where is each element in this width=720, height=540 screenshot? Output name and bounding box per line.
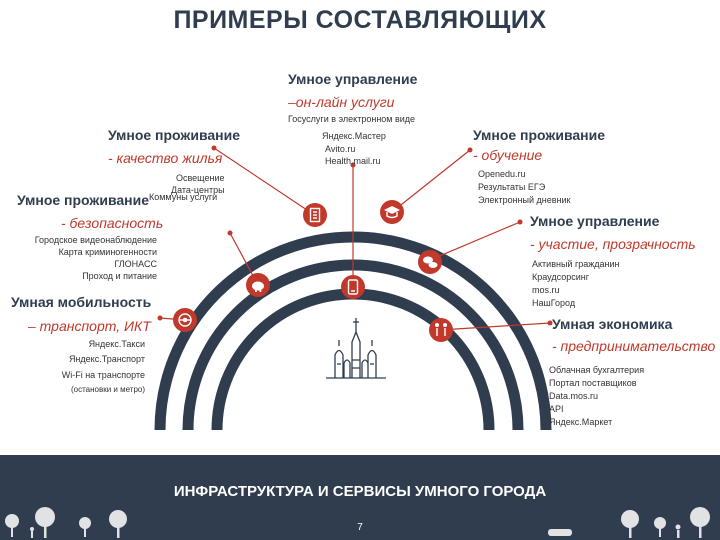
connector-dots [157,145,553,326]
icon-glyphs [178,206,447,336]
mobility-item: Яндекс.Транспорт [68,354,145,364]
chat-icon [423,256,438,268]
footer-title: ИНФРАСТРУКТУРА И СЕРВИСЫ УМНОГО ГОРОДА [173,483,547,500]
building-icon [309,207,321,223]
gov-online-sub: –он-лайн услуги [288,94,395,110]
economy-item: Облачная бухгалтерия [549,365,645,375]
education-sub: - обучение [473,147,543,163]
quality-item: Дата-центры [171,185,225,195]
education-item: Результаты ЕГЭ [478,182,546,192]
education-item: Openedu.ru [478,169,526,179]
rainbow-diagram [154,145,553,431]
economy-item: Яндекс.Маркет [549,417,613,427]
gov-online-item: Avito.ru [325,144,356,154]
safety-item: Карта криминогенности [58,247,157,257]
arc-inner [211,288,495,431]
page-number: 7 [357,522,363,533]
education-heading: Умное проживание [473,127,606,143]
safety-item: Проход и питание [82,271,157,281]
participation-item: Активный гражданин [532,259,620,269]
connector-lines [159,147,551,331]
piggy-bank-icon [252,281,264,292]
phone-icon [347,279,359,295]
city-skyline-decoration [5,507,710,538]
quality-item: Коммуны услуги [149,192,218,202]
steering-wheel-icon [178,313,192,327]
economy-item: Data.mos.ru [549,391,599,401]
quality-heading: Умное проживание [108,127,241,143]
participation-item: Краудсорсинг [532,272,589,282]
kremlin-cathedral-icon [326,318,386,379]
graduation-cap-icon [384,206,400,219]
gov-online-heading: Умное управление [288,71,418,87]
quality-item: Освещение [176,173,225,183]
quality-sub: - качество жилья [108,150,223,166]
economy-item: Портал поставщиков [549,378,637,388]
gov-online-item: Госуслуги в электронном виде [288,114,416,124]
economy-sub: - предпринимательство [552,338,716,354]
safety-heading: Умное проживание [17,192,150,208]
safety-item: ГЛОНАСС [114,259,157,269]
gov-online-item: Health.mail.ru [325,156,381,166]
mobility-item: (остановки и метро) [70,385,145,394]
footer-banner: ИНФРАСТРУКТУРА И СЕРВИСЫ УМНОГО ГОРОДА 7 [0,455,720,540]
mobility-heading: Умная мобильность [11,294,152,310]
page-title: ПРИМЕРЫ СОСТАВЛЯЮЩИХ [173,6,547,34]
safety-sub: - безопасность [61,215,164,231]
mobility-item: Яндекс.Такси [88,339,145,349]
mobility-sub: – транспорт, ИКТ [28,318,151,334]
participation-heading: Умное управление [530,213,660,229]
participation-sub: - участие, прозрачность [530,236,696,252]
education-item: Электронный дневник [478,195,571,205]
economy-heading: Умная экономика [552,316,673,332]
people-icon [435,323,447,336]
economy-item: API [549,404,564,414]
participation-item: mos.ru [532,285,560,295]
gov-online-item: Яндекс.Мастер [322,131,386,141]
participation-item: НашГород [532,298,576,308]
mobility-item: Wi-Fi на транспорте [61,370,145,380]
safety-item: Городское видеонаблюдение [34,235,157,245]
